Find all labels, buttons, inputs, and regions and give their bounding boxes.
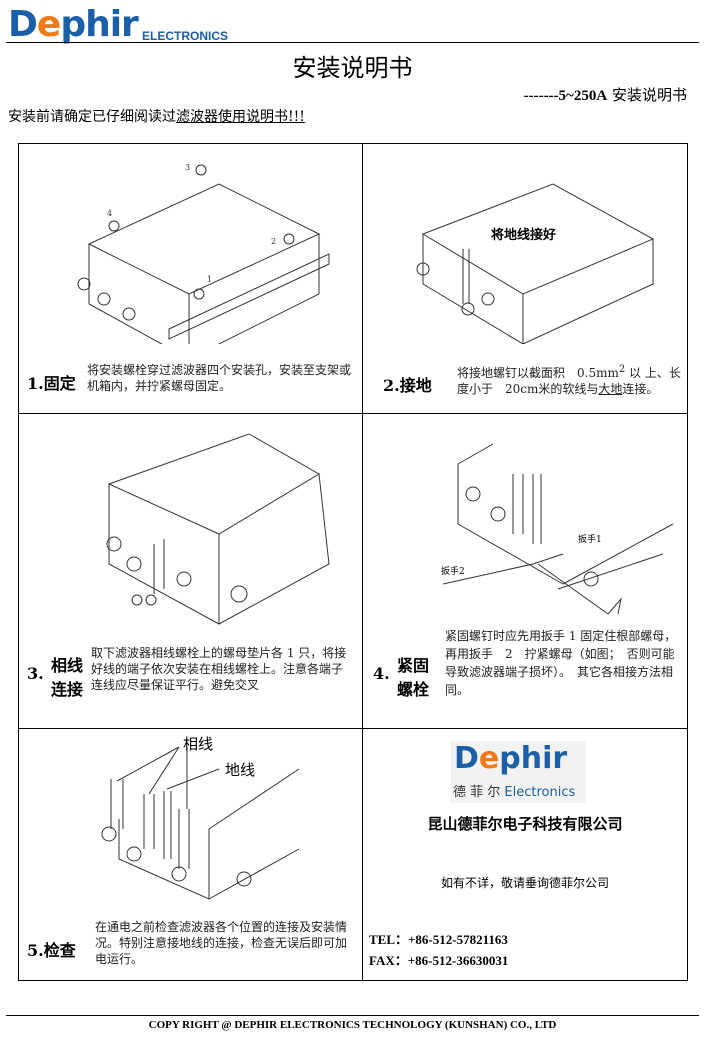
filter-mounting-illustration: 3 4 2 1 [77, 163, 330, 344]
company-info-cell: Dephir 德 菲 尔 Electronics 昆山德菲尔电子科技有限公司 如… [363, 729, 687, 980]
company-logo: Dephir 德 菲 尔 Electronics [451, 741, 586, 803]
page-title: 安装说明书 [292, 54, 413, 82]
copyright-footer: COPY RIGHT @ DEPHIR ELECTRONICS TECHNOLO… [148, 1019, 557, 1031]
footer-rule [6, 1015, 699, 1016]
step-3-label: 相线连接 [51, 656, 84, 699]
step-1-cell: 3 4 2 1 1.固定 将安装螺栓穿过滤波器四个安装孔，安装至支架或机箱内，并… [19, 144, 363, 414]
page-subtitle: -------5~250A 安装说明书 [523, 86, 687, 104]
wrench-tightening-illustration: 扳手1 扳手2 [441, 443, 674, 615]
step-2-text: 将接地螺钉以截面积 0.5mm2 以 上、长度小于 20cm米的软线与大地连接。 [457, 364, 681, 396]
fax: FAX：+86-512-36630031 [369, 953, 509, 968]
wrench-1-callout: 扳手1 [578, 533, 602, 545]
step-3-cell: 3. 相线连接 取下滤波器相线螺栓上的螺母垫片各 1 只，将接好线的端子依次安装… [19, 414, 363, 729]
ground-wire-callout: 地线 [225, 761, 255, 779]
company-name: 昆山德菲尔电子科技有限公司 [427, 815, 623, 833]
phase-wire-callout: 相线 [183, 735, 213, 753]
svg-text:2: 2 [271, 237, 276, 246]
callout-3: 3 [185, 163, 190, 172]
grounding-illustration: 将地线接好 [416, 183, 655, 344]
header-rule [6, 42, 699, 43]
step-5-label: 5.检查 [27, 941, 76, 960]
telephone: TEL：+86-512-57821163 [369, 932, 508, 947]
step-2-label: 2.接地 [383, 376, 432, 395]
warning-text: 安装前请确定已仔细阅读过滤波器使用说明书!!! [8, 109, 305, 125]
logo-subtitle: ELECTRONICS [142, 29, 229, 43]
svg-text:4: 4 [107, 209, 112, 218]
step-1-text: 将安装螺栓穿过滤波器四个安装孔，安装至支架或机箱内，并拧紧螺母固定。 [87, 363, 352, 393]
svg-text:1: 1 [207, 275, 212, 284]
step-3-text: 取下滤波器相线螺栓上的螺母垫片各 1 只，将接好线的端子依次安装在相线螺栓上。注… [91, 646, 347, 692]
instruction-grid: 3 4 2 1 1.固定 将安装螺栓穿过滤波器四个安装孔，安装至支架或机箱内，并… [18, 143, 688, 981]
step-3-number: 3. [27, 664, 44, 683]
step-4-cell: 扳手1 扳手2 4. 紧固螺栓 紧固螺钉时应先用扳手 1 固定住根部螺母，再用扳… [363, 414, 687, 729]
ground-callout: 将地线接好 [491, 227, 556, 243]
step-4-text: 紧固螺钉时应先用扳手 1 固定住根部螺母，再用扳手 2 拧紧螺母（如图； 否则可… [445, 629, 677, 697]
step-5-text: 在通电之前检查滤波器各个位置的连接及安装情况。特别注意接地线的连接，检查无误后即… [95, 920, 348, 966]
step-2-cell: 将地线接好 2.接地 将接地螺钉以截面积 0.5mm2 以 上、长度小于 20c… [363, 144, 687, 414]
step-4-number: 4. [373, 664, 390, 683]
step-4-label: 紧固螺栓 [397, 656, 430, 699]
phase-wiring-illustration [106, 433, 330, 625]
dephir-logo: Dephir [8, 4, 139, 45]
wrench-2-callout: 扳手2 [441, 565, 465, 577]
contact-note: 如有不详，敬请垂询德菲尔公司 [440, 876, 609, 890]
inspection-illustration: 相线 地线 [101, 735, 300, 900]
step-1-label: 1.固定 [27, 374, 76, 393]
step-5-cell: 相线 地线 5.检查 在通电之前检查滤波器各个位置的连接及安装情况。特别注意接地… [19, 729, 363, 980]
